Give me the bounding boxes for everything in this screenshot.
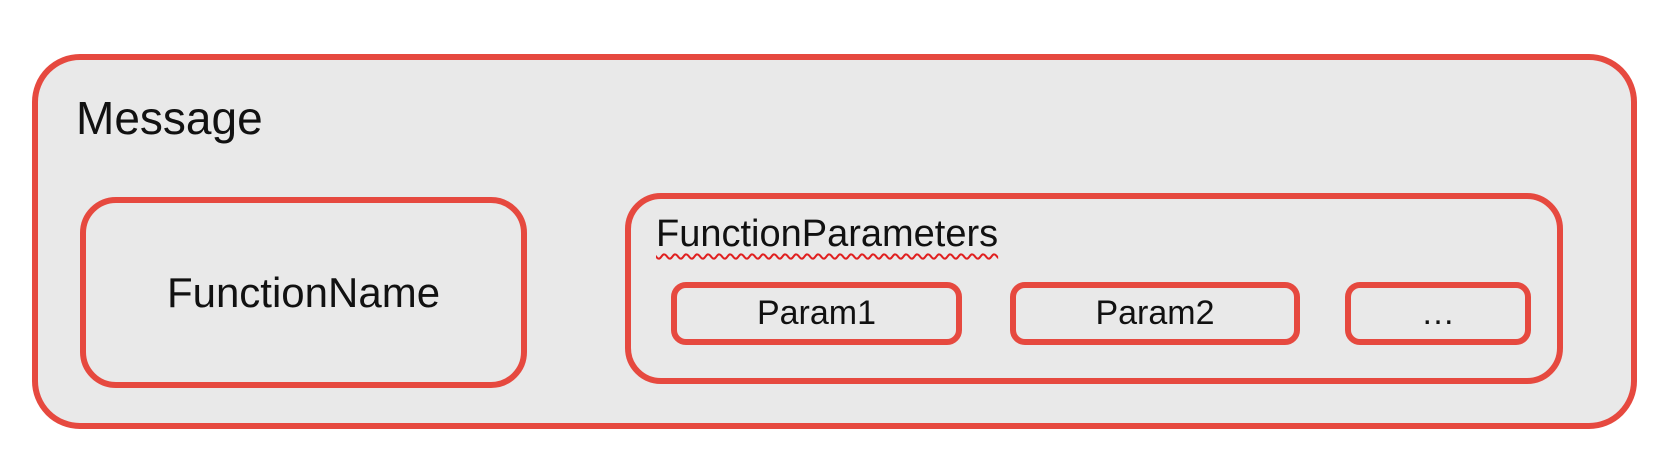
message-label: Message bbox=[76, 92, 263, 144]
function-parameters-label: FunctionParameters bbox=[656, 212, 998, 258]
param-ellipsis-box: … bbox=[1345, 282, 1531, 345]
param-ellipsis-label: … bbox=[1421, 294, 1455, 332]
param1-label: Param1 bbox=[756, 294, 877, 332]
param2-box: Param2 bbox=[1010, 282, 1300, 345]
message-container: Message FunctionName FunctionParameters … bbox=[32, 54, 1637, 429]
function-name-label: FunctionName bbox=[166, 268, 441, 316]
function-parameters-box: FunctionParameters Param1 Param2 … bbox=[625, 193, 1563, 384]
param1-box: Param1 bbox=[671, 282, 962, 345]
function-name-box: FunctionName bbox=[80, 197, 527, 388]
function-parameters-label-text: FunctionParameters bbox=[656, 213, 999, 255]
param2-label: Param2 bbox=[1095, 294, 1215, 332]
